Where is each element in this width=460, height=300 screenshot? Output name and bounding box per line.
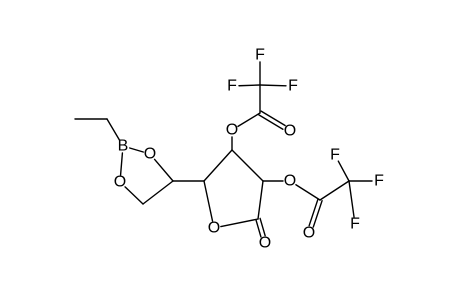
bond-line — [203, 149, 233, 182]
atom-label-b1: B — [118, 138, 129, 155]
single-bond-c1-c2 — [257, 180, 264, 220]
single-bond-c_cf3_1-f1c — [259, 84, 287, 87]
single-bond-b1-o_ring_b_bot — [119, 152, 124, 176]
bond-line — [237, 112, 261, 128]
bond-line — [259, 217, 266, 237]
single-bond-o_ring_b_top-c_dioxa_ch — [153, 158, 174, 182]
atom-label-f2b: F — [374, 173, 384, 190]
bond-line — [337, 160, 350, 182]
atom-label-f2a: F — [330, 147, 340, 164]
bond-line — [124, 186, 144, 205]
atom-label-o_ring: O — [208, 220, 220, 237]
bonds-layer — [74, 61, 373, 238]
bond-line — [220, 218, 259, 228]
bond-line — [312, 199, 323, 228]
single-bond-c4-o_ring — [203, 180, 214, 222]
atom-label-o_carbonyl: O — [259, 235, 271, 252]
bond-line — [142, 180, 174, 205]
single-bond-c_cf3_1-f1b — [238, 84, 261, 87]
atom-label-o_ring_b_top: O — [144, 146, 156, 163]
bond-line — [258, 114, 284, 130]
single-bond-c_cf3_2-f2a — [337, 160, 350, 182]
atom-label-o_acyl2: O — [303, 225, 315, 242]
atom-label-o_ester1: O — [226, 122, 238, 139]
single-bond-c4-c3 — [203, 149, 233, 182]
bond-line — [319, 180, 350, 201]
bond-line — [308, 198, 319, 227]
single-bond-c_eth_ch2-b1 — [106, 118, 121, 141]
bond-line — [231, 149, 264, 182]
single-bond-c_dioxa_ch2-c_dioxa_ch — [142, 180, 174, 205]
atom-label-o_ester2: O — [284, 173, 296, 190]
double-bond-c_acyl2-o_acyl2 — [308, 198, 323, 228]
single-bond-b1-o_ring_b_top — [129, 147, 144, 153]
atom-label-f1b: F — [227, 78, 237, 95]
atom-label-f2c: F — [350, 216, 360, 233]
single-bond-o_ester2-c_acyl2 — [295, 184, 321, 201]
bond-line — [295, 184, 321, 201]
atom-label-f1a: F — [255, 47, 265, 64]
bond-line — [153, 158, 174, 182]
single-bond-o_ring-c1 — [220, 218, 259, 228]
single-bond-c2-c3 — [231, 149, 264, 182]
bond-line — [119, 152, 124, 176]
single-bond-o_ring_b_bot-c_dioxa_ch2 — [124, 186, 144, 205]
atom-label-f1c: F — [288, 78, 298, 95]
single-bond-c_acyl2-c_cf3_2 — [319, 180, 350, 201]
bond-line — [257, 180, 264, 220]
bond-line — [129, 147, 144, 153]
bond-line — [259, 84, 287, 87]
atom-label-o_ring_b_bot: O — [114, 174, 126, 191]
atom-label-o_acyl1: O — [284, 123, 296, 140]
bond-line — [348, 180, 355, 218]
double-bond-c1-o_carbonyl — [255, 217, 266, 238]
bond-line — [260, 110, 286, 127]
bond-line — [203, 180, 214, 222]
double-bond-c_acyl1-o_acyl1 — [258, 110, 286, 130]
single-bond-c_cf3_2-f2c — [348, 180, 355, 218]
bond-line — [255, 218, 262, 238]
bond-line — [238, 84, 261, 87]
bond-line — [106, 118, 121, 141]
single-bond-o_ester1-c_acyl1 — [237, 112, 261, 128]
